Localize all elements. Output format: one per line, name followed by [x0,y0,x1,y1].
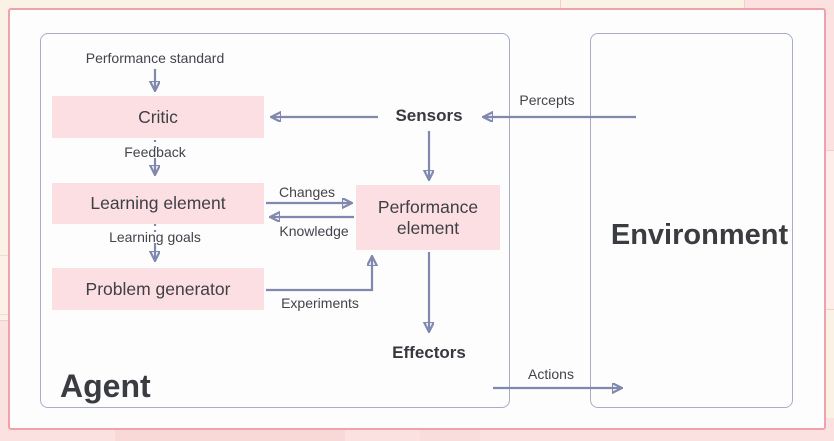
learning-element-box: Learning element [52,183,264,224]
agent-box [40,33,510,408]
percepts-label: Percepts [519,92,575,108]
feedback-label: Feedback [124,144,186,160]
environment-title: Environment [610,219,789,251]
learning-goals-label: Learning goals [109,229,201,245]
changes-label: Changes [278,184,336,200]
environment-box [590,33,793,408]
effectors-label: Effectors [392,343,466,362]
performance-element-box: Performance element [356,185,500,250]
problem-generator-box: Problem generator [52,268,264,310]
problem-generator-label: Problem generator [85,278,231,299]
critic-label: Critic [138,106,178,127]
actions-label: Actions [528,366,574,382]
diagram-stage: Critic Learning element Problem generato… [8,8,826,430]
agent-title: Agent [60,368,151,404]
knowledge-label: Knowledge [279,223,349,239]
critic-box: Critic [52,96,264,138]
performance-standard-label: Performance standard [85,50,225,66]
sensors-label: Sensors [395,106,463,125]
experiments-label: Experiments [281,295,359,311]
performance-element-label: Performance element [377,196,479,238]
learning-element-label: Learning element [90,193,226,213]
